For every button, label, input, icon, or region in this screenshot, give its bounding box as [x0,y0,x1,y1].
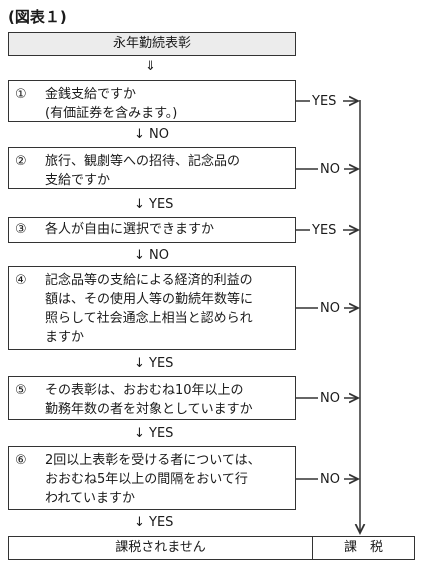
branch-label-4: NO [320,301,340,316]
branch-label-1: YES [312,94,337,109]
question-number-5: ⑤ [15,383,27,398]
question-text-2: 旅行、観劇等への招待、記念品の 支給ですか [45,154,241,188]
start-box: 永年勤続表彰 [8,32,296,56]
result-not-taxed: 課税されません [8,536,313,560]
question-box-6: ⑥ 2回以上表彰を受ける者については、 おおむね5年以上の間隔をおいて行 われて… [8,446,296,510]
question-number-6: ⑥ [15,453,27,468]
branch-label-2: NO [320,162,340,177]
result-taxed: 課 税 [313,536,415,560]
question-box-4: ④ 記念品等の支給による経済的利益の 額は、その使用人等の勤続年数等に 照らして… [8,266,296,350]
down-label-3: ↓ NO [134,248,169,263]
question-text-6: 2回以上表彰を受ける者については、 おおむね5年以上の間隔をおいて行 われていま… [45,453,261,506]
down-label-5: ↓ YES [134,426,174,441]
question-box-5: ⑤ その表彰は、おおむね10年以上の 勤務年数の者を対象としていますか [8,376,296,420]
double-arrow-icon: ⇓ [145,59,156,74]
question-box-1: ① 金銭支給ですか (有価証券を含みます。) [8,80,296,122]
down-label-1: ↓ NO [134,127,169,142]
question-number-3: ③ [15,222,27,237]
question-text-5: その表彰は、おおむね10年以上の 勤務年数の者を対象としていますか [45,383,253,417]
down-label-6: ↓ YES [134,515,174,530]
question-number-1: ① [15,87,27,102]
question-box-3: ③ 各人が自由に選択できますか [8,217,296,243]
down-label-4: ↓ YES [134,356,174,371]
figure-title: (図表１) [8,8,67,26]
question-box-2: ② 旅行、観劇等への招待、記念品の 支給ですか [8,147,296,189]
question-text-4: 記念品等の支給による経済的利益の 額は、その使用人等の勤続年数等に 照らして社会… [45,273,254,345]
branch-label-3: YES [312,223,337,238]
branch-label-6: NO [320,472,340,487]
question-number-4: ④ [15,273,27,288]
question-number-2: ② [15,154,27,169]
down-label-2: ↓ YES [134,197,174,212]
question-text-3: 各人が自由に選択できますか [45,222,215,237]
branch-label-5: NO [320,391,340,406]
question-text-1: 金銭支給ですか (有価証券を含みます。) [45,87,178,121]
